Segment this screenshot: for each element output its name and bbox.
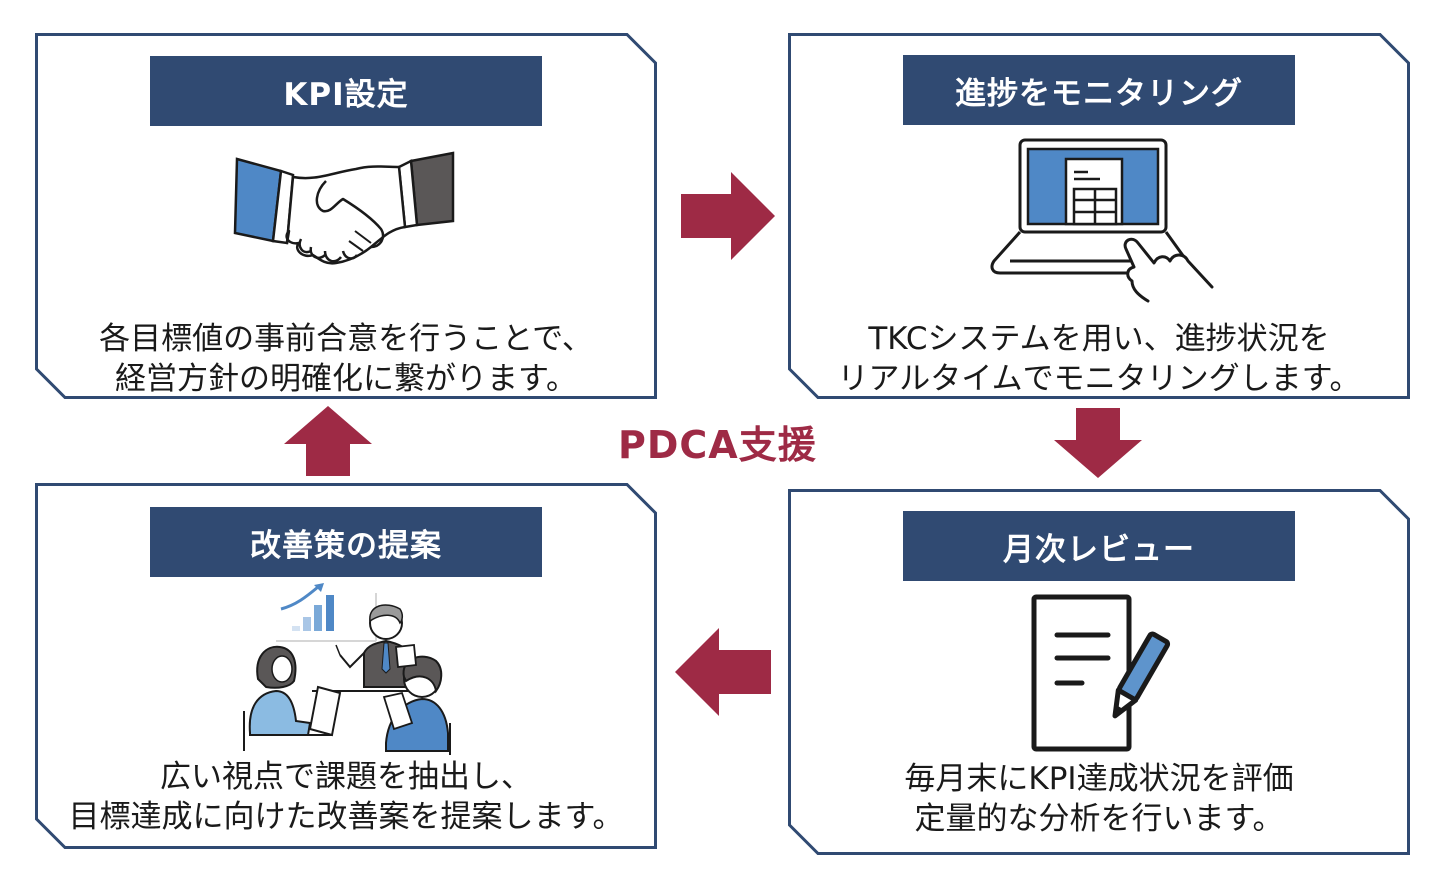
- card-description: 各目標値の事前合意を行うことで、 経営方針の明確化に繋がります。: [99, 321, 593, 397]
- card-kpi-setting: KPI設定 各目標値の事前合意を行うことで、 経営方針の明確化に繋がります。: [35, 33, 657, 399]
- card-description: 広い視点で課題を抽出し、 目標達成に向けた改善案を提案します。: [68, 759, 624, 835]
- card-title: KPI設定: [150, 56, 542, 126]
- card-description: 毎月末にKPI達成状況を評価 定量的な分析を行います。: [904, 761, 1294, 837]
- laptop-touch-icon: [990, 138, 1214, 303]
- arrow-down-icon: [1054, 408, 1142, 478]
- card-progress-monitoring: 進捗をモニタリング TKCシステムを用い、進捗状況を リアルタイムでモニタリング…: [788, 33, 1410, 399]
- card-title: 進捗をモニタリング: [903, 55, 1295, 125]
- card-description: TKCシステムを用い、進捗状況を リアルタイムでモニタリングします。: [837, 321, 1361, 397]
- card-improvement-proposal: 改善策の提案 広い視点で課題を抽出し、 目標達成に向け: [35, 483, 657, 849]
- document-pen-icon: [1031, 594, 1171, 752]
- arrow-right-icon: [681, 172, 775, 260]
- arrow-left-icon: [675, 628, 771, 716]
- pdca-support-label: PDCA支援: [618, 423, 817, 467]
- handshake-icon: [233, 151, 455, 265]
- arrow-up-icon: [284, 406, 372, 476]
- card-title: 改善策の提案: [150, 507, 542, 577]
- meeting-chart-icon: [243, 583, 451, 755]
- card-monthly-review: 月次レビュー 毎月末にKPI達成状況を評価 定量的な分析を行います。: [788, 489, 1410, 855]
- card-title: 月次レビュー: [903, 511, 1295, 581]
